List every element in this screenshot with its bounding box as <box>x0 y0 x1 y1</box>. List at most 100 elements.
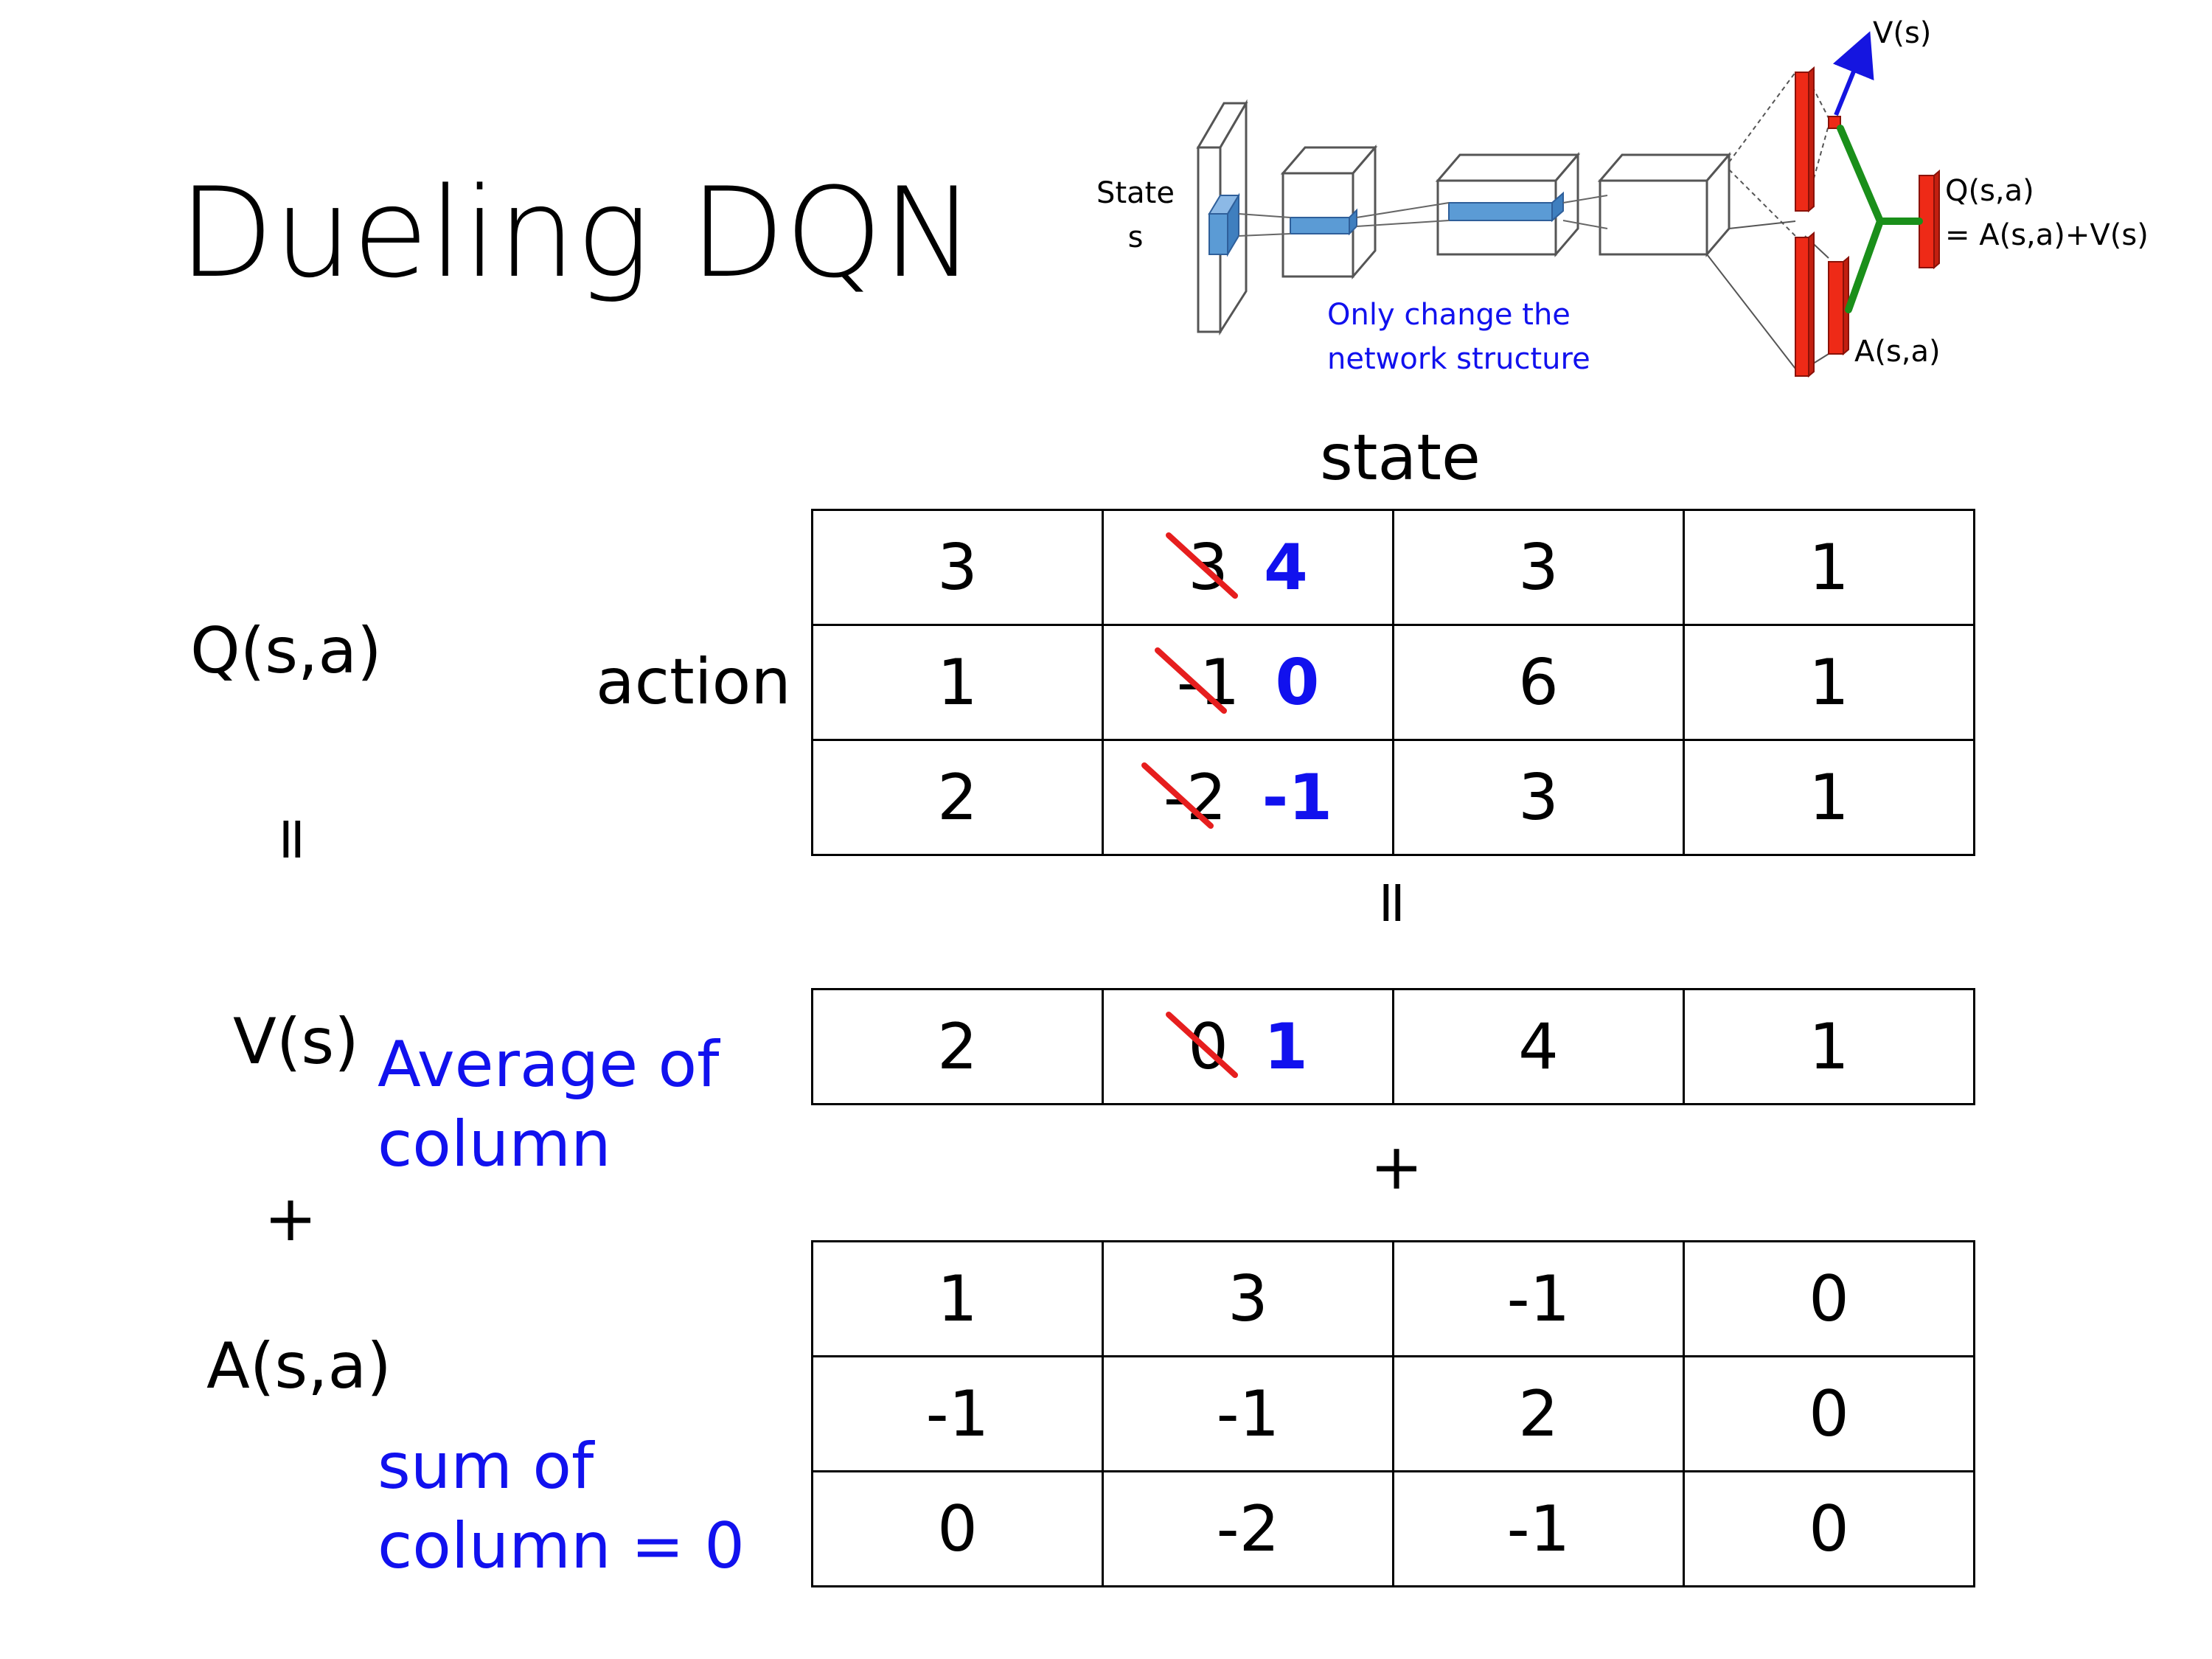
diagram-as-label: A(s,a) <box>1854 335 1941 369</box>
table-cell: -1 <box>811 1355 1104 1472</box>
cell-value: 3 <box>1228 1262 1268 1336</box>
conv-block-2-filter <box>1448 191 1564 223</box>
sum-note-line1: sum of <box>378 1430 594 1503</box>
table-row: 1 3 -1 0 <box>811 1240 1975 1357</box>
average-note-line1: Average of <box>378 1028 720 1102</box>
table-cell: 1 <box>1683 739 1975 856</box>
table-cell: 0 <box>1683 1240 1975 1357</box>
cell-value-corrected: -1 <box>1262 760 1333 835</box>
dueling-network-diagram: State s <box>1096 16 2149 378</box>
table-cell: 1 <box>811 1240 1104 1357</box>
q-label: Q(s,a) <box>190 614 382 688</box>
table-cell: 2 <box>1392 1355 1685 1472</box>
cell-value-struck: 0 <box>1166 1010 1239 1084</box>
table-cell: 6 <box>1392 624 1685 741</box>
cell-value: 6 <box>1518 645 1559 720</box>
conv-block-3 <box>1597 151 1732 258</box>
table-cell: -1 0 <box>1102 624 1394 741</box>
sum-note-line2: column = 0 <box>378 1509 745 1584</box>
table-cell: 3 <box>811 509 1104 626</box>
table-cell: -1 <box>1392 1470 1685 1587</box>
average-note: Average of column <box>378 1025 719 1185</box>
cell-value: 3 <box>1518 530 1559 605</box>
upper-hidden-layer <box>1795 66 1815 213</box>
strikethrough-mark <box>1154 647 1227 714</box>
cell-value: 4 <box>1518 1009 1559 1084</box>
table-row: 2 -2 -1 3 1 <box>811 739 1975 856</box>
cell-value-corrected: 4 <box>1263 530 1308 605</box>
diagram-state-s: s <box>1128 220 1144 254</box>
table-cell: 2 <box>811 988 1104 1105</box>
cell-value: -1 <box>925 1377 990 1451</box>
cell-value: 1 <box>1809 645 1849 720</box>
table-cell: 3 <box>1392 509 1685 626</box>
table-row: 0 -2 -1 0 <box>811 1470 1975 1587</box>
table-cell: 0 <box>811 1470 1104 1587</box>
strikethrough-mark <box>1166 532 1239 599</box>
table-cell: 1 <box>811 624 1104 741</box>
cell-value: -1 <box>1506 1262 1571 1336</box>
value-arrow <box>1832 31 1874 116</box>
cell-value: 3 <box>1518 760 1559 835</box>
table-cell: -1 <box>1392 1240 1685 1357</box>
cell-value: 0 <box>1809 1492 1849 1566</box>
state-axis-label: state <box>1320 421 1481 495</box>
cell-value: -1 <box>1216 1377 1280 1451</box>
cell-value-corrected: 0 <box>1275 645 1320 720</box>
diagram-note-line2: network structure <box>1327 342 1590 376</box>
diagram-note-line1: Only change the <box>1327 298 1571 332</box>
advantage-table: 1 3 -1 0 -1 -1 2 0 0 -2 -1 0 <box>811 1240 1975 1587</box>
cell-value: 1 <box>1809 760 1849 835</box>
conv-block-1 <box>1280 144 1378 280</box>
equals-sign-left: = <box>259 814 328 864</box>
table-cell: 1 <box>1683 988 1975 1105</box>
cell-value-struck: -2 <box>1141 761 1227 835</box>
lower-hidden-layer <box>1795 231 1815 378</box>
cell-value: 2 <box>937 1009 978 1084</box>
cell-value: 1 <box>1809 1009 1849 1084</box>
table-cell: 1 <box>1683 624 1975 741</box>
aggregation-branch <box>1837 125 1923 313</box>
cell-value: 3 <box>937 530 978 605</box>
advantage-output-layer <box>1828 255 1849 356</box>
cell-value: 0 <box>937 1492 978 1566</box>
table-row: 1 -1 0 6 1 <box>811 624 1975 741</box>
table-cell: 2 <box>811 739 1104 856</box>
block-connectors <box>1238 195 1608 237</box>
plus-sign-left: + <box>264 1182 318 1256</box>
cell-value-struck: 3 <box>1166 531 1239 605</box>
strikethrough-mark <box>1166 1011 1239 1078</box>
cell-value: 2 <box>937 760 978 835</box>
cell-value: 2 <box>1518 1377 1559 1451</box>
cell-value-corrected: 1 <box>1263 1009 1308 1084</box>
table-cell: -2 -1 <box>1102 739 1394 856</box>
cell-value-struck: -1 <box>1154 646 1239 720</box>
cell-value: 0 <box>1809 1262 1849 1336</box>
input-filter <box>1208 192 1240 257</box>
sum-note: sum of column = 0 <box>378 1427 745 1587</box>
table-cell: 1 <box>1683 509 1975 626</box>
table-cell: 3 <box>1102 1240 1394 1357</box>
average-note-line2: column <box>378 1107 611 1182</box>
diagram-q-formula: = A(s,a)+V(s) <box>1945 218 2149 252</box>
diagram-state-label: State <box>1096 176 1175 210</box>
table-cell: 0 <box>1683 1355 1975 1472</box>
table-cell: 0 <box>1683 1470 1975 1587</box>
cell-value: 0 <box>1809 1377 1849 1451</box>
cell-value: -2 <box>1216 1492 1280 1566</box>
table-row: -1 -1 2 0 <box>811 1355 1975 1472</box>
value-output-node <box>1828 116 1841 129</box>
table-cell: 4 <box>1392 988 1685 1105</box>
cell-value: 1 <box>937 645 978 720</box>
cell-value: 1 <box>937 1262 978 1336</box>
action-axis-label: action <box>596 645 791 719</box>
table-cell: -1 <box>1102 1355 1394 1472</box>
diagram-q-label: Q(s,a) <box>1945 174 2034 208</box>
cell-value: 1 <box>1809 530 1849 605</box>
cell-value: -1 <box>1506 1492 1571 1566</box>
